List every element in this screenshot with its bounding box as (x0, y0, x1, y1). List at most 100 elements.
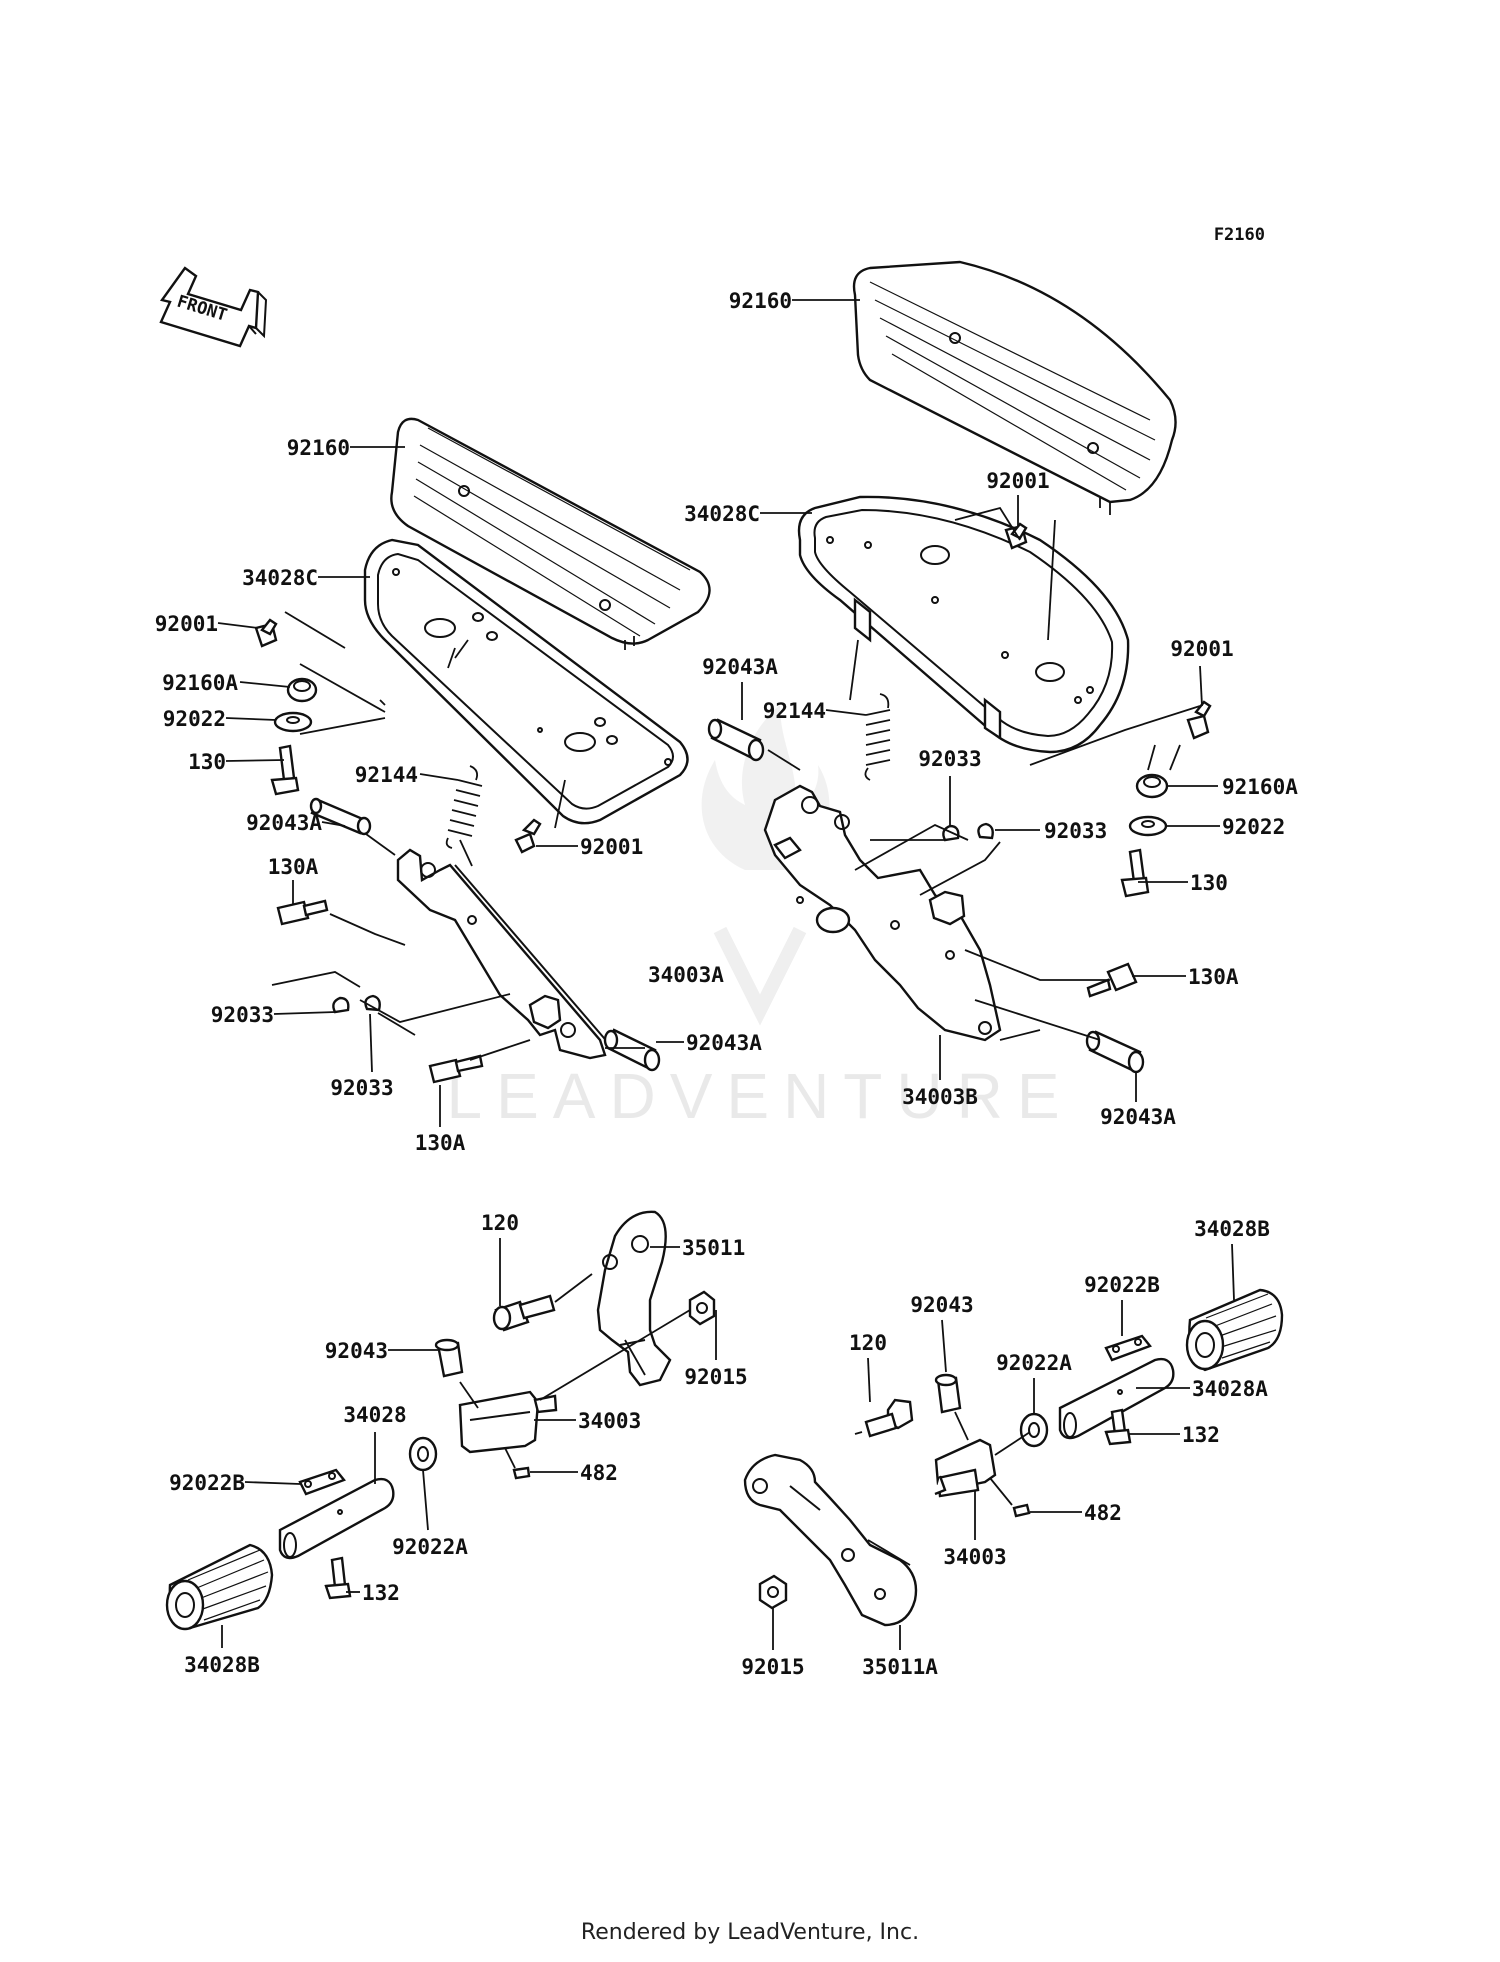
callout-120-right: 120 (849, 1331, 887, 1355)
right-assembly-lines (767, 506, 1201, 1041)
left-bracket-34003a (396, 848, 611, 1060)
callout-92001-right-lower: 92001 (1170, 637, 1233, 661)
callout-34003-left: 34003 (578, 1409, 641, 1433)
left-peg-clevis-34003 (458, 1390, 558, 1454)
callout-92001-left-lower: 92001 (580, 835, 643, 859)
left-footpeg-34028 (278, 1477, 395, 1560)
right-peg-nut-92015 (758, 1574, 788, 1610)
callout-130a-right: 130A (1188, 965, 1239, 989)
callout-130-left: 130 (188, 750, 226, 774)
callout-34028: 34028 (343, 1403, 406, 1427)
callout-92144-right: 92144 (763, 699, 826, 723)
right-pin-92043a-upper (707, 718, 765, 762)
watermark-text: LEADVENTURE (447, 1060, 1074, 1132)
left-bolt-92001 (254, 618, 278, 648)
callout-92160a-left: 92160A (162, 671, 238, 695)
callout-92160-right: 92160 (729, 289, 792, 313)
left-bolt-130a-lower (428, 1054, 484, 1084)
right-damper-92160a (1135, 773, 1169, 799)
callout-130-right: 130 (1190, 871, 1228, 895)
figure-code: F2160 (1214, 225, 1265, 245)
callout-92001-left-upper: 92001 (155, 612, 218, 636)
right-spring-92144 (864, 693, 891, 781)
left-bolt-130 (270, 744, 300, 796)
right-bolt-130a (1086, 962, 1138, 998)
callout-34028c-left: 34028C (242, 566, 318, 590)
left-peg-rubber-34028b (165, 1543, 274, 1631)
callout-34003b: 34003B (902, 1085, 978, 1109)
callout-92160a-right: 92160A (1222, 775, 1298, 799)
right-peg-clevis-34003 (934, 1438, 997, 1498)
callout-92160-left: 92160 (287, 436, 350, 460)
left-rubber-pad (390, 417, 711, 650)
right-peg-lines (867, 1411, 1031, 1566)
callout-132-left: 132 (362, 1581, 400, 1605)
callout-92043a-left-upper: 92043A (246, 811, 322, 835)
right-bracket-34003b (763, 784, 1002, 1042)
right-footpeg-34028a (1058, 1357, 1175, 1440)
callout-92022b-left: 92022B (169, 1471, 245, 1495)
callout-92043-left: 92043 (325, 1339, 388, 1363)
right-bolt-92001-lower (1186, 700, 1212, 740)
callout-92015-right: 92015 (741, 1655, 804, 1679)
right-bolt-130 (1120, 848, 1150, 898)
left-floorboard-34028c (363, 538, 689, 825)
callout-120-left: 120 (481, 1211, 519, 1235)
callout-92022a-left: 92022A (392, 1535, 468, 1559)
front-arrow-icon: FRONT (159, 266, 268, 348)
callout-34003a: 34003A (648, 963, 724, 987)
callout-130a-left-lower: 130A (415, 1131, 466, 1155)
left-washer-92022 (273, 711, 313, 733)
callout-92022-right: 92022 (1222, 815, 1285, 839)
callout-482-right: 482 (1084, 1501, 1122, 1525)
right-rubber-pad (852, 260, 1177, 515)
left-bolt-130a-upper (276, 899, 329, 926)
callout-92022-left: 92022 (163, 707, 226, 731)
callout-92015-left: 92015 (684, 1365, 747, 1389)
callout-92144-left: 92144 (355, 763, 418, 787)
callout-35011a: 35011A (862, 1655, 938, 1679)
right-washer-92022 (1128, 815, 1168, 837)
callout-92001-right-upper: 92001 (986, 469, 1049, 493)
callout-92033-left-b: 92033 (330, 1076, 393, 1100)
callout-92033-right-a: 92033 (918, 747, 981, 771)
callout-34028a: 34028A (1192, 1377, 1268, 1401)
callout-92043a-left-lower: 92043A (686, 1031, 762, 1055)
right-floorboard-34028c (797, 495, 1130, 754)
left-pin-92043a-lower (603, 1028, 661, 1072)
callout-92022b-right: 92022B (1084, 1273, 1160, 1297)
left-peg-plate-92022b (298, 1468, 346, 1496)
callout-92033-right-b: 92033 (1044, 819, 1107, 843)
left-assembly-lines (271, 611, 566, 1061)
footer-credit: Rendered by LeadVenture, Inc. (580, 1920, 920, 1945)
left-peg-bolt-132 (324, 1556, 352, 1600)
left-clips-92033 (332, 994, 381, 1014)
left-peg-washer-92022a (408, 1436, 438, 1472)
callout-92022a-right: 92022A (996, 1351, 1072, 1375)
right-peg-plate-92022b (1104, 1334, 1152, 1362)
left-damper-92160a (286, 677, 318, 703)
left-peg-lines (459, 1273, 691, 1469)
right-peg-washer-92022a (1019, 1412, 1049, 1448)
callout-34028c-right: 34028C (684, 502, 760, 526)
right-peg-bolt-120 (854, 1398, 914, 1438)
left-spring-92144 (445, 765, 483, 849)
left-bolt-92001-lower (514, 818, 542, 854)
callout-92043a-right-lower: 92043A (1100, 1105, 1176, 1129)
callout-130a-left-upper: 130A (268, 855, 319, 879)
callout-482-left: 482 (580, 1461, 618, 1485)
right-peg-cotter-482 (1012, 1503, 1031, 1518)
left-pin-92043a-upper (309, 797, 372, 836)
callout-35011: 35011 (682, 1236, 745, 1260)
callout-132-right: 132 (1182, 1423, 1220, 1447)
callout-labels: 92160 92160 34028C 92001 92160A 92022 13… (155, 289, 1298, 1679)
callout-34003-right: 34003 (943, 1545, 1006, 1569)
leader-lines (217, 299, 1235, 1650)
callout-34028b-right: 34028B (1194, 1217, 1270, 1241)
left-peg-pin-92043 (434, 1338, 464, 1378)
right-peg-rubber-34028b (1185, 1288, 1284, 1372)
callout-92033-left-a: 92033 (211, 1003, 274, 1027)
callout-92043a-right-upper: 92043A (702, 655, 778, 679)
left-peg-nut-92015 (688, 1290, 716, 1326)
left-peg-bolt-120 (492, 1294, 556, 1332)
